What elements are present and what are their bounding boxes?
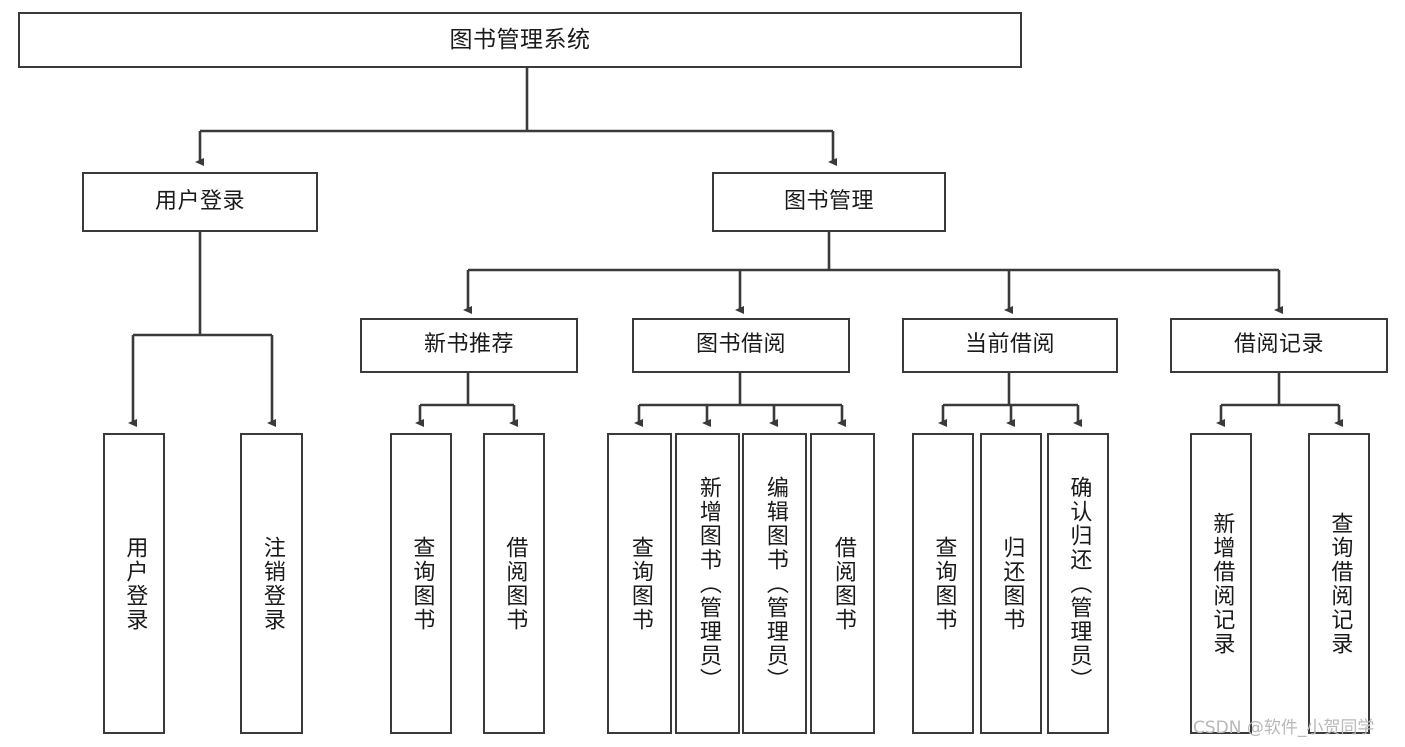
- leaf-query-book-borrow[interactable]: 查询图书: [607, 433, 672, 734]
- leaf-query-book-current[interactable]: 查询图书: [912, 433, 974, 734]
- leaf-query-book-recommend[interactable]: 查询图书: [390, 433, 452, 734]
- node-new-book-recommend[interactable]: 新书推荐: [360, 318, 578, 373]
- node-label: 查询图书: [409, 535, 435, 632]
- leaf-borrow-book[interactable]: 借阅图书: [810, 433, 875, 734]
- leaf-add-borrow-record[interactable]: 新增借阅记录: [1190, 433, 1252, 734]
- node-label: 借阅图书: [502, 535, 528, 632]
- node-label: 图书管理: [783, 188, 874, 214]
- leaf-logout[interactable]: 注销登录: [240, 433, 303, 734]
- node-label: 用户登录: [154, 188, 245, 214]
- leaf-borrow-book-recommend[interactable]: 借阅图书: [483, 433, 545, 734]
- leaf-add-book-admin[interactable]: 新增图书（管理员）: [675, 433, 740, 734]
- node-label: 图书借阅: [695, 332, 786, 358]
- node-label: 图书管理系统: [449, 26, 591, 53]
- leaf-edit-book-admin[interactable]: 编辑图书（管理员）: [742, 433, 807, 734]
- node-label: 借阅图书: [830, 535, 856, 632]
- node-label: 新书推荐: [423, 332, 514, 358]
- leaf-return-book[interactable]: 归还图书: [980, 433, 1042, 734]
- leaf-query-borrow-record[interactable]: 查询借阅记录: [1308, 433, 1370, 734]
- node-label: 新增借阅记录: [1209, 511, 1235, 656]
- node-label: 编辑图书（管理员）: [762, 475, 788, 692]
- node-label: 注销登录: [259, 535, 285, 632]
- csdn-watermark: CSDN @软件_小贺同学: [1193, 718, 1375, 738]
- node-label: 查询借阅记录: [1327, 511, 1353, 656]
- node-user-login[interactable]: 用户登录: [82, 172, 318, 232]
- node-book-borrow[interactable]: 图书借阅: [632, 318, 850, 373]
- node-label: 新增图书（管理员）: [695, 475, 721, 692]
- node-book-management-system[interactable]: 图书管理系统: [18, 12, 1022, 68]
- node-label: 查询图书: [931, 535, 957, 632]
- node-borrow-record[interactable]: 借阅记录: [1170, 318, 1388, 373]
- leaf-confirm-return-admin[interactable]: 确认归还（管理员）: [1047, 433, 1109, 734]
- node-book-management[interactable]: 图书管理: [712, 172, 946, 232]
- node-label: 借阅记录: [1233, 332, 1324, 358]
- node-label: 当前借阅: [964, 332, 1055, 358]
- leaf-user-login[interactable]: 用户登录: [103, 433, 165, 734]
- node-current-borrow[interactable]: 当前借阅: [902, 318, 1118, 373]
- node-label: 用户登录: [122, 535, 148, 632]
- node-label: 归还图书: [999, 535, 1025, 632]
- node-label: 确认归还（管理员）: [1066, 475, 1092, 692]
- node-label: 查询图书: [627, 535, 653, 632]
